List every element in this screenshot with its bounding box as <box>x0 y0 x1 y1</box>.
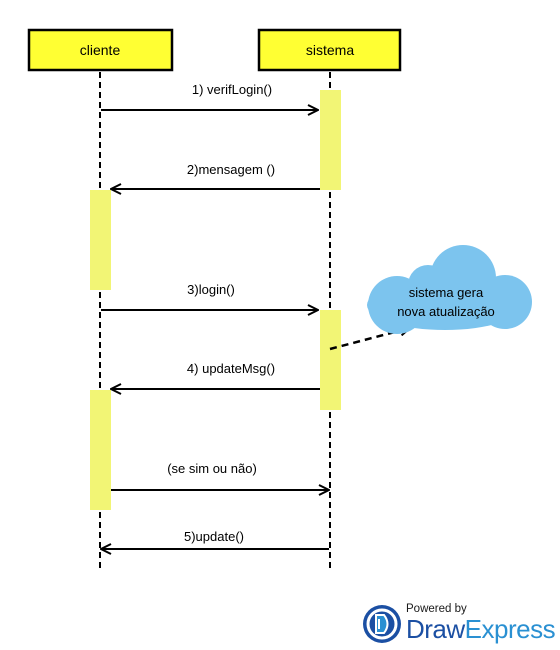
actor-cliente-label: cliente <box>80 42 121 58</box>
message-1-label: 1) verifLogin() <box>192 82 272 97</box>
message-5[interactable]: 5)update() <box>101 529 329 549</box>
cloud-note-line2: nova atualização <box>397 304 495 319</box>
brand-name-part2: Express <box>464 614 556 644</box>
actor-sistema-label: sistema <box>306 42 354 58</box>
message-4-label: 4) updateMsg() <box>187 361 275 376</box>
activation-cliente-1 <box>90 190 111 290</box>
message-condition[interactable]: (se sim ou não) <box>111 461 329 490</box>
cloud-icon <box>367 245 532 334</box>
powered-by-label: Powered by <box>406 603 467 615</box>
message-1[interactable]: 1) verifLogin() <box>101 82 318 110</box>
drawexpress-logo-icon <box>363 605 401 643</box>
message-condition-label: (se sim ou não) <box>167 461 257 476</box>
brand-name-part1: Draw <box>406 614 465 644</box>
cloud-note-line1: sistema gera <box>409 285 484 300</box>
activation-sistema-2 <box>320 310 341 410</box>
message-5-label: 5)update() <box>184 529 244 544</box>
activation-sistema-1 <box>320 90 341 190</box>
actor-cliente[interactable]: cliente <box>27 28 174 72</box>
drawexpress-logo[interactable]: Powered by DrawExpress <box>362 598 560 650</box>
message-4[interactable]: 4) updateMsg() <box>111 361 320 389</box>
message-3[interactable]: 3)login() <box>101 282 318 310</box>
brand-name: DrawExpress <box>406 614 556 645</box>
activation-cliente-2 <box>90 390 111 510</box>
cloud-note[interactable]: sistema gera nova atualização <box>367 245 532 334</box>
message-2-label: 2)mensagem () <box>187 162 275 177</box>
note-connector <box>329 328 410 351</box>
message-2[interactable]: 2)mensagem () <box>111 162 320 189</box>
message-3-label: 3)login() <box>187 282 235 297</box>
actor-sistema[interactable]: sistema <box>257 28 402 72</box>
